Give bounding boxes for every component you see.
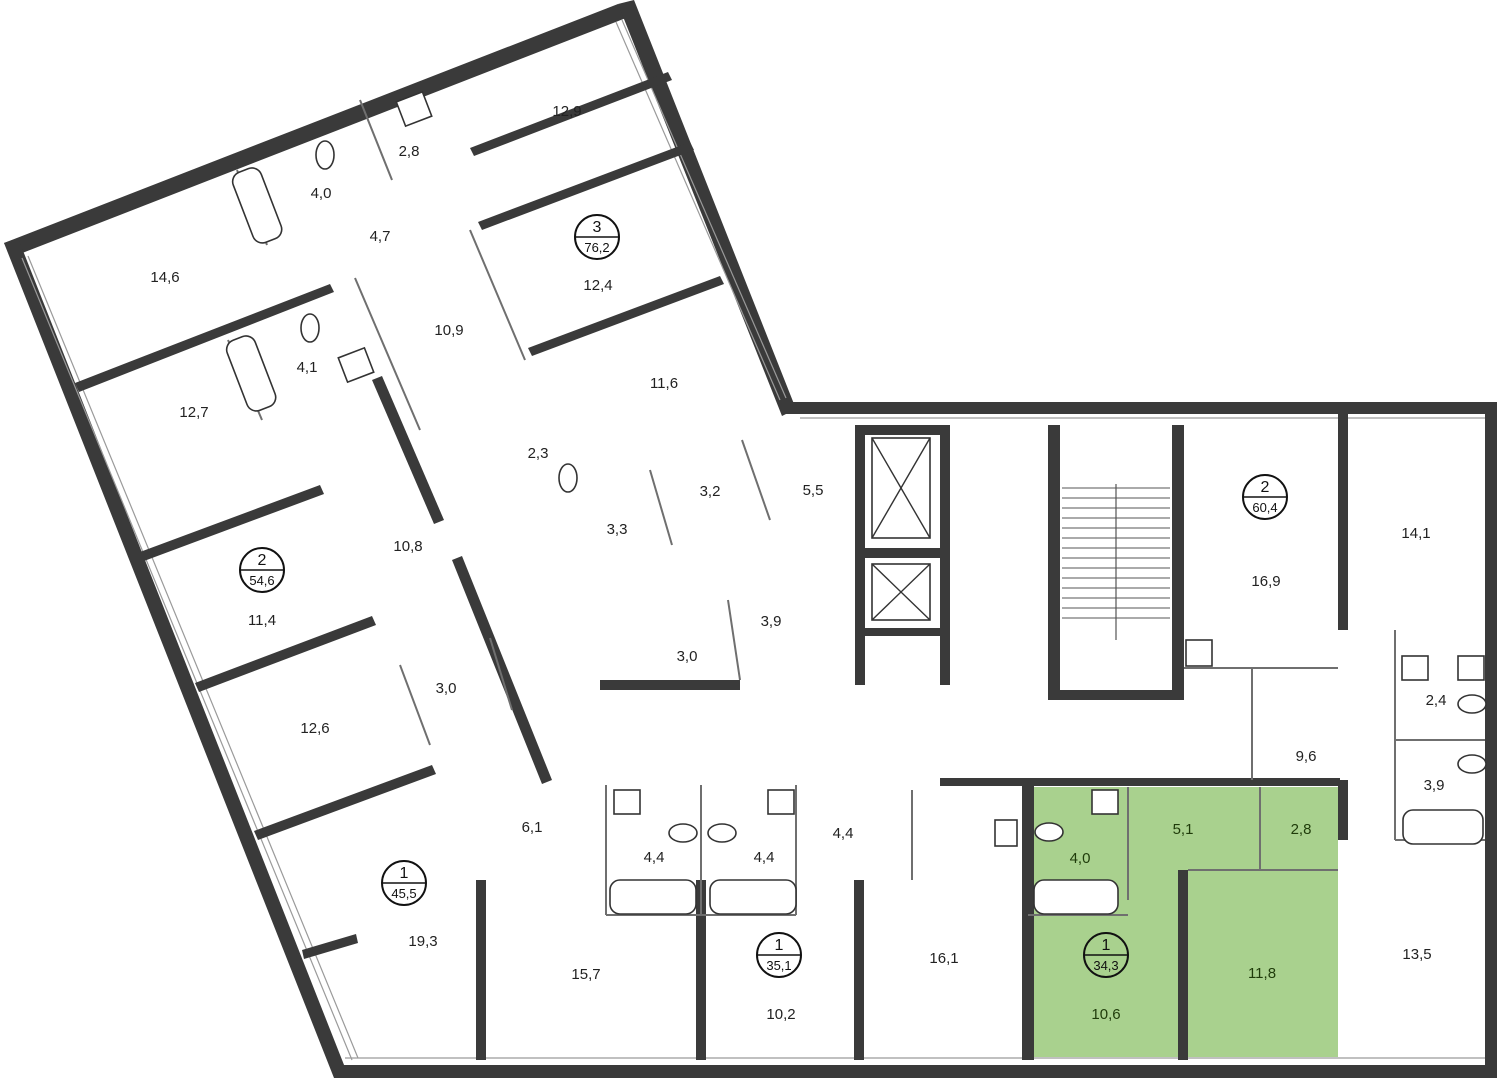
badge-rooms-count: 3 (593, 219, 602, 236)
room-area-label: 4,0 (1070, 850, 1091, 867)
room-area-label: 10,6 (1091, 1006, 1120, 1023)
badge-area: 76,2 (584, 240, 609, 255)
apartment-badge[interactable]: 376,2 (574, 214, 620, 260)
room-area-label: 3,9 (761, 613, 782, 630)
room-area-label: 2,3 (528, 445, 549, 462)
room-area-label: 3,0 (436, 680, 457, 697)
badge-area: 54,6 (249, 573, 274, 588)
room-area-label: 3,9 (1424, 777, 1445, 794)
bathtub-icon (225, 167, 1484, 915)
room-area-label: 4,4 (644, 849, 665, 866)
apartment-badge[interactable]: 254,6 (239, 547, 285, 593)
apartment-badge[interactable]: 135,1 (756, 932, 802, 978)
room-area-label: 4,4 (754, 849, 775, 866)
badge-area: 34,3 (1093, 958, 1118, 973)
room-area-label: 19,3 (408, 933, 437, 950)
badge-rooms-count: 2 (258, 552, 267, 569)
partitions (227, 99, 1485, 916)
room-area-label: 12,7 (179, 404, 208, 421)
room-area-label: 16,1 (929, 950, 958, 967)
room-area-label: 4,7 (370, 228, 391, 245)
room-area-label: 3,0 (677, 648, 698, 665)
room-area-label: 15,7 (571, 966, 600, 983)
outer-walls (4, 0, 1497, 1078)
room-area-label: 12,4 (583, 277, 612, 294)
staircase-icon (1062, 484, 1170, 640)
room-area-label: 2,4 (1426, 692, 1447, 709)
room-area-label: 13,5 (1402, 946, 1431, 963)
room-area-label: 5,5 (803, 482, 824, 499)
apartment-badge[interactable]: 134,3 (1083, 932, 1129, 978)
room-area-label: 16,9 (1251, 573, 1280, 590)
room-area-label: 6,1 (522, 819, 543, 836)
interior-walls (75, 72, 1348, 1060)
room-area-label: 14,6 (150, 269, 179, 286)
apartment-badge[interactable]: 145,5 (381, 860, 427, 906)
room-area-label: 9,6 (1296, 748, 1317, 765)
room-area-label: 12,9 (552, 103, 581, 120)
badge-rooms-count: 2 (1261, 479, 1270, 496)
room-area-label: 4,4 (833, 825, 854, 842)
room-area-label: 3,3 (607, 521, 628, 538)
room-area-label: 2,8 (399, 143, 420, 160)
elevator-shaft-icon (871, 437, 931, 621)
room-area-label: 10,9 (434, 322, 463, 339)
badge-rooms-count: 1 (400, 865, 409, 882)
badge-area: 45,5 (391, 886, 416, 901)
room-area-label: 11,4 (248, 612, 276, 629)
room-area-label: 10,8 (393, 538, 422, 555)
room-area-label: 10,2 (766, 1006, 795, 1023)
room-area-label: 2,8 (1291, 821, 1312, 838)
room-area-label: 4,1 (297, 359, 318, 376)
badge-rooms-count: 1 (1102, 937, 1111, 954)
room-area-label: 14,1 (1401, 525, 1430, 542)
badge-area: 35,1 (766, 958, 791, 973)
room-area-label: 3,2 (700, 483, 721, 500)
room-area-label: 11,8 (1248, 965, 1276, 982)
room-area-label: 5,1 (1173, 821, 1194, 838)
room-area-label: 12,6 (300, 720, 329, 737)
room-area-label: 11,6 (650, 375, 678, 392)
sink-icon (337, 90, 1485, 847)
badge-rooms-count: 1 (775, 937, 784, 954)
apartment-badge[interactable]: 260,4 (1242, 474, 1288, 520)
badge-area: 60,4 (1252, 500, 1277, 515)
room-area-label: 4,0 (311, 185, 332, 202)
toilet-icon (300, 140, 1487, 843)
